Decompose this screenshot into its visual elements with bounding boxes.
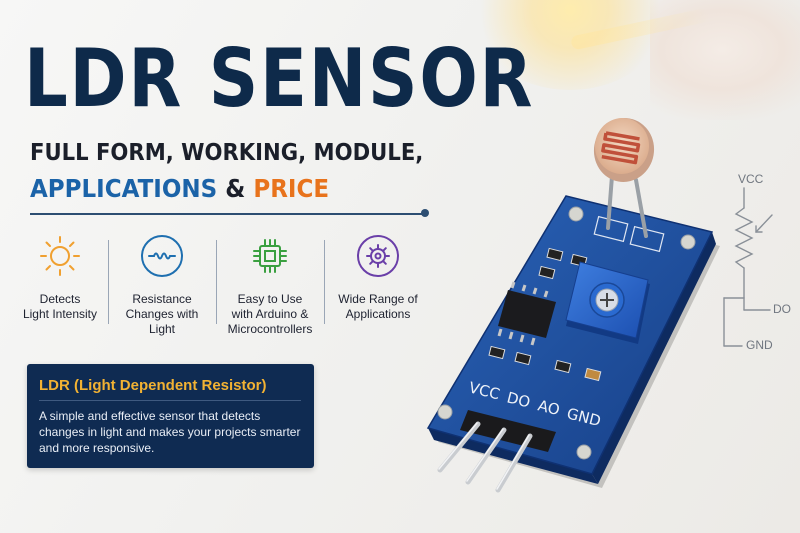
- title-divider: [30, 213, 424, 215]
- feature-separator: [108, 240, 109, 324]
- feature-resistance: Resistance Changes with Light: [108, 232, 216, 337]
- mounting-hole: [568, 206, 584, 222]
- subtitle-line-1: FULL FORM, WORKING, MODULE,: [30, 140, 424, 166]
- ldr-photoresistor: [593, 118, 655, 182]
- feature-text: Wide Range of Applications: [338, 292, 418, 321]
- potentiometer: [565, 261, 650, 344]
- feature-text: Detects Light Intensity: [22, 292, 98, 321]
- schematic-label-gnd: GND: [746, 338, 773, 352]
- subtitle-price: PRICE: [253, 174, 330, 203]
- feature-separator: [216, 240, 217, 324]
- silkscreen-outline: [629, 225, 665, 253]
- feature-separator: [324, 240, 325, 324]
- feature-text: Resistance Changes with Light: [125, 292, 199, 336]
- gear-icon: [357, 235, 399, 277]
- smd-components: [488, 247, 602, 382]
- info-box: LDR (Light Dependent Resistor) A simple …: [27, 364, 314, 468]
- chip-icon: [253, 239, 287, 273]
- feature-light-intensity: Detects Light Intensity: [6, 232, 114, 322]
- header-pins: [437, 410, 556, 493]
- ldr-legs: [606, 174, 648, 238]
- board-edge-side: [592, 232, 716, 484]
- subtitle-applications: APPLICATIONS: [30, 174, 218, 203]
- feature-easy-to-use: Easy to Use with Arduino & Microcontroll…: [216, 232, 324, 337]
- info-title: LDR (Light Dependent Resistor): [39, 377, 267, 394]
- ic-chip: [497, 281, 556, 346]
- info-divider: [39, 400, 301, 401]
- title-divider-dot: [421, 209, 429, 217]
- pin-label-ao: AO: [536, 396, 562, 419]
- schematic-label-vcc: VCC: [738, 172, 764, 186]
- mounting-hole: [576, 444, 592, 460]
- resistor-icon: [141, 235, 183, 277]
- page-title: LDR SENSOR: [24, 32, 535, 125]
- subtitle-line-2: APPLICATIONS & PRICE: [30, 174, 329, 203]
- pin-label-do: DO: [505, 388, 532, 411]
- board-edge: [428, 428, 598, 484]
- feature-text: Easy to Use with Arduino & Microcontroll…: [227, 292, 313, 336]
- mounting-hole: [680, 234, 696, 250]
- mounting-hole: [437, 404, 453, 420]
- sun-icon: [40, 236, 80, 276]
- silkscreen-outline: [593, 215, 629, 243]
- info-body: A simple and effective sensor that detec…: [39, 409, 301, 455]
- subtitle-ampersand: &: [225, 174, 246, 203]
- schematic-label-do: DO: [773, 302, 791, 316]
- feature-applications: Wide Range of Applications: [324, 232, 432, 322]
- pcb-board: [426, 195, 714, 475]
